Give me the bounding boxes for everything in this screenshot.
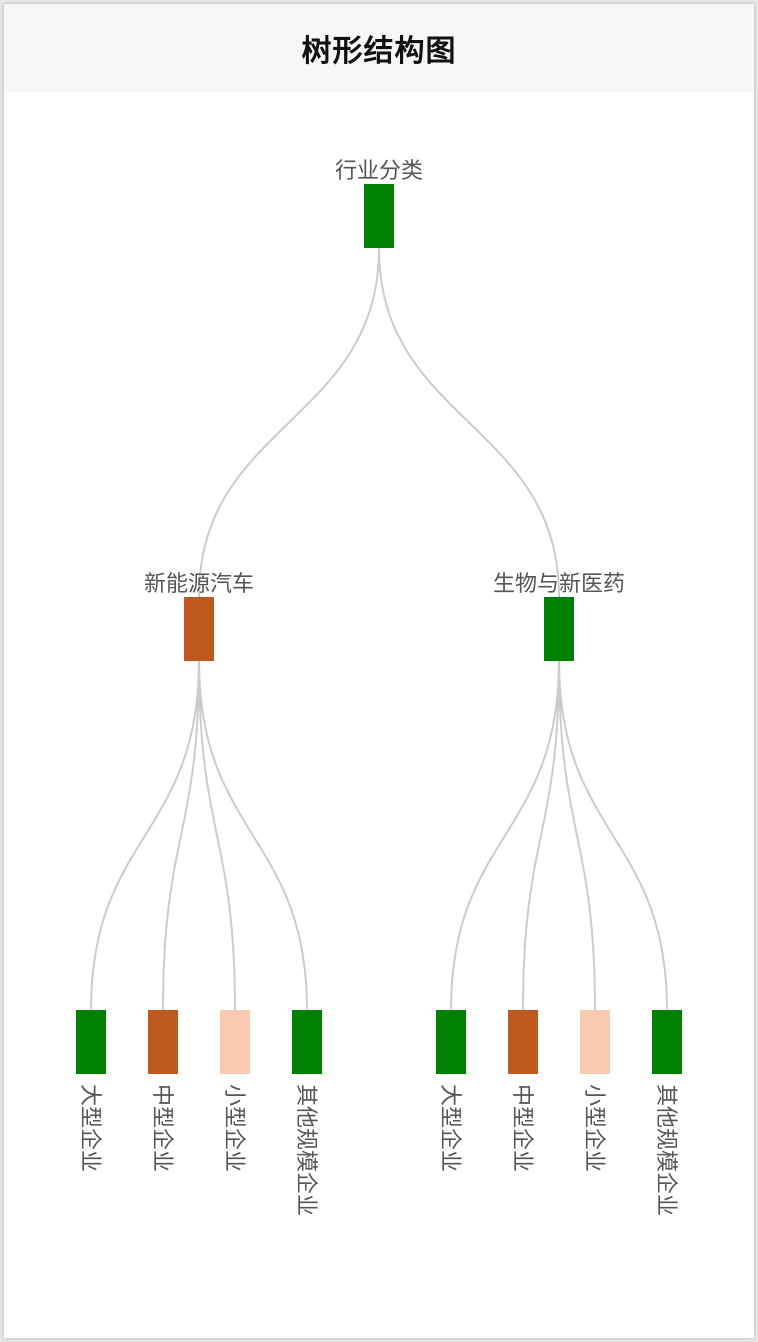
tree-node-leaf[interactable]: [580, 1010, 610, 1074]
page-title: 树形结构图: [301, 34, 457, 69]
link-branch-to-leaf: [198, 660, 236, 1011]
tree-links: [90, 247, 668, 1011]
link-branch-to-leaf: [198, 660, 308, 1011]
tree-leaf-label: 其他规模企业: [653, 1084, 678, 1216]
tree-node-leaf[interactable]: [292, 1010, 322, 1074]
tree-leaf-label: 大型企业: [77, 1084, 102, 1172]
tree-node-leaf[interactable]: [220, 1010, 250, 1074]
link-branch-to-leaf: [90, 660, 200, 1011]
tree-node-label: 行业分类: [335, 159, 423, 184]
tree-node-leaf[interactable]: [652, 1010, 682, 1074]
link-branch-to-leaf: [522, 660, 560, 1011]
tree-node-branch[interactable]: [184, 597, 214, 661]
link-branch-to-leaf: [162, 660, 200, 1011]
tree-leaf-label: 小型企业: [581, 1084, 606, 1172]
tree-node-root[interactable]: [364, 184, 394, 248]
link-branch-to-leaf: [558, 660, 668, 1011]
tree-leaf-label: 中型企业: [509, 1084, 534, 1172]
link-root-to-branch: [198, 247, 380, 598]
link-branch-to-leaf: [450, 660, 560, 1011]
page-frame: 树形结构图 行业分类新能源汽车大型企业 中型企业 小型企业 其他规模企业 生物与新医药大…: [4, 4, 754, 1338]
tree-node-leaf[interactable]: [436, 1010, 466, 1074]
link-branch-to-leaf: [558, 660, 596, 1011]
tree-node-label: 生物与新医药: [493, 572, 625, 597]
header-bar: 树形结构图: [4, 4, 754, 92]
tree-node-leaf[interactable]: [76, 1010, 106, 1074]
tree-leaf-label: 其他规模企业: [293, 1084, 318, 1216]
tree-node-leaf[interactable]: [508, 1010, 538, 1074]
link-root-to-branch: [378, 247, 560, 598]
tree-leaf-label: 小型企业: [221, 1084, 246, 1172]
tree-node-leaf[interactable]: [148, 1010, 178, 1074]
tree-leaf-label: 中型企业: [149, 1084, 174, 1172]
tree-node-label: 新能源汽车: [144, 572, 254, 597]
tree-node-branch[interactable]: [544, 597, 574, 661]
tree-leaf-label: 大型企业: [437, 1084, 462, 1172]
